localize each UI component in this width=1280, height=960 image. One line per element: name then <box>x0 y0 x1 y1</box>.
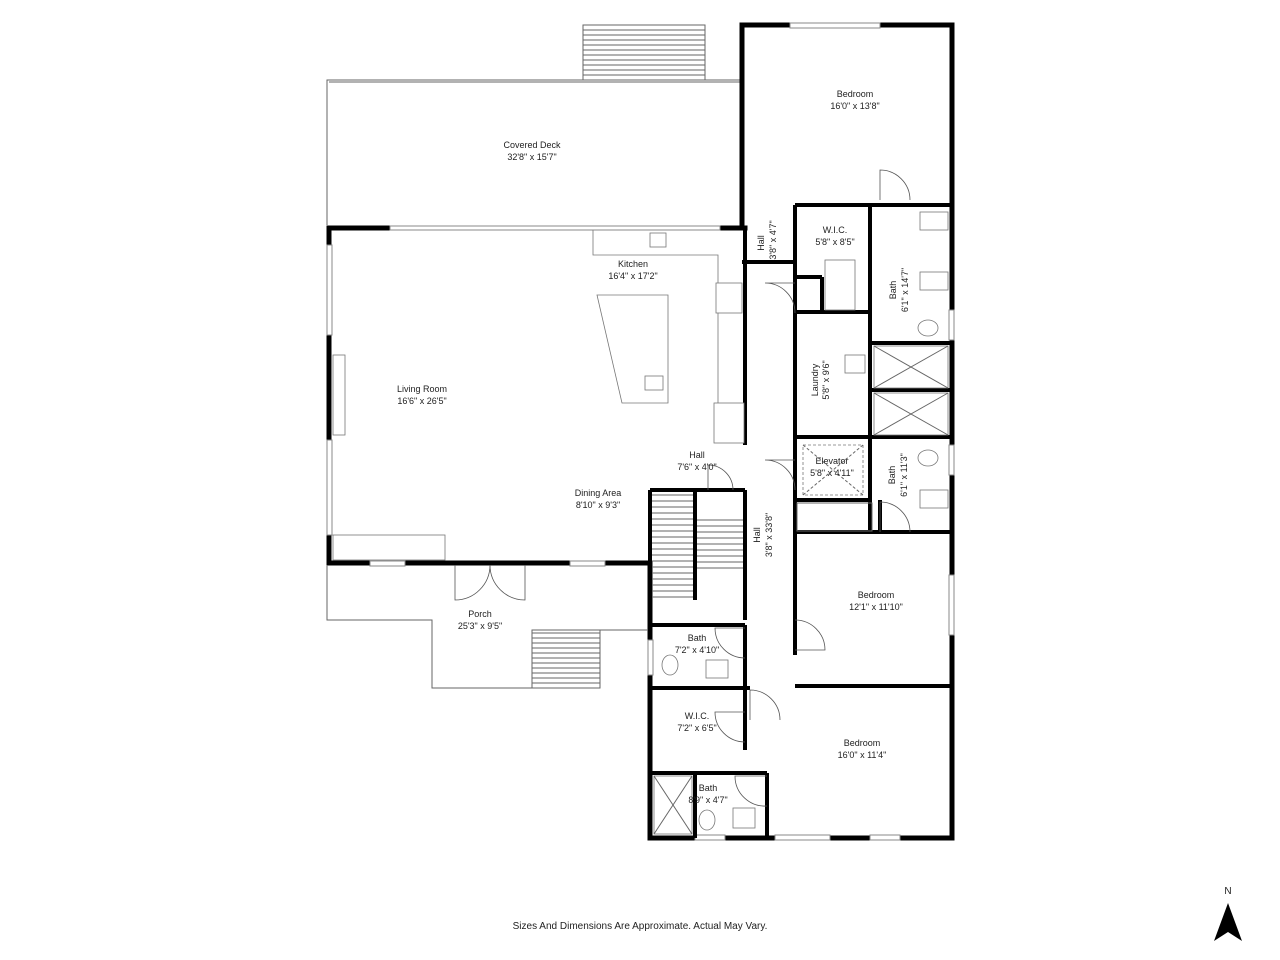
kitchen-size: 16'4" x 17'2" <box>608 271 657 281</box>
bath-fixtures <box>661 211 949 831</box>
living-room-size: 16'6" x 26'5" <box>397 396 446 406</box>
bath-1-name: Bath <box>888 281 898 300</box>
north-arrow-icon <box>1214 903 1242 941</box>
north-label: N <box>1224 886 1232 897</box>
elevator-shaft <box>802 444 864 496</box>
porch-name: Porch <box>468 609 492 619</box>
showers <box>653 345 949 835</box>
covered-deck-name: Covered Deck <box>503 140 561 150</box>
covered-deck-outline <box>326 79 742 225</box>
bedroom-1-name: Bedroom <box>837 89 874 99</box>
wic-2-size: 7'2" x 6'5" <box>677 723 716 733</box>
covered-deck-size: 32'8" x 15'7" <box>507 152 556 162</box>
windows <box>326 22 955 841</box>
hall-top-name: Hall <box>756 235 766 251</box>
elevator-size: 5'8" x 4'11" <box>810 468 854 478</box>
bath-3-size: 7'2" x 4'10" <box>675 645 719 655</box>
bedroom-2-name: Bedroom <box>858 590 895 600</box>
doors <box>454 169 911 807</box>
bedroom-3-name: Bedroom <box>844 738 881 748</box>
interior-walls <box>648 203 952 838</box>
dining-area-name: Dining Area <box>575 488 622 498</box>
wic-2-name: W.I.C. <box>685 711 710 721</box>
hall-long-size: 3'8" x 33'8" <box>764 513 774 557</box>
wic-1-size: 5'8" x 8'5" <box>815 237 854 247</box>
bedroom-1-size: 16'0" x 13'8" <box>830 101 879 111</box>
hall-long-name: Hall <box>752 527 762 543</box>
deck-stairs <box>582 24 706 81</box>
elevator-name: Elevator <box>815 456 848 466</box>
bath-3-name: Bath <box>688 633 707 643</box>
disclaimer: Sizes And Dimensions Are Approximate. Ac… <box>512 921 768 932</box>
wic-1-name: W.I.C. <box>823 225 848 235</box>
hall-stairs <box>796 502 873 532</box>
porch-stairs <box>531 629 601 689</box>
bath-2-name: Bath <box>887 466 897 485</box>
bath-2-size: 6'1" x 11'3" <box>899 453 909 497</box>
interior-stairs <box>652 494 743 598</box>
hall-mid-size: 7'6" x 4'0" <box>677 462 716 472</box>
bath-1-size: 6'1" x 14'7" <box>900 268 910 312</box>
laundry-size: 5'8" x 9'6" <box>821 360 831 399</box>
hall-mid-name: Hall <box>689 450 705 460</box>
kitchen-name: Kitchen <box>618 259 648 269</box>
living-room-name: Living Room <box>397 384 447 394</box>
hall-top-size: 3'8" x 4'7" <box>768 220 778 259</box>
bath-4-size: 8'9" x 4'7" <box>688 795 727 805</box>
bath-4-name: Bath <box>699 783 718 793</box>
laundry-name: Laundry <box>810 363 820 396</box>
bedroom-3-size: 16'0" x 11'4" <box>838 750 887 760</box>
dining-area-size: 8'10" x 9'3" <box>576 500 620 510</box>
kitchen-fixtures <box>332 230 745 561</box>
room-labels: Covered Deck 32'8" x 15'7" Bedroom 16'0"… <box>397 89 910 805</box>
exterior-walls <box>326 22 955 841</box>
porch-size: 25'3" x 9'5" <box>458 621 502 631</box>
bedroom-2-size: 12'1" x 11'10" <box>849 602 903 612</box>
